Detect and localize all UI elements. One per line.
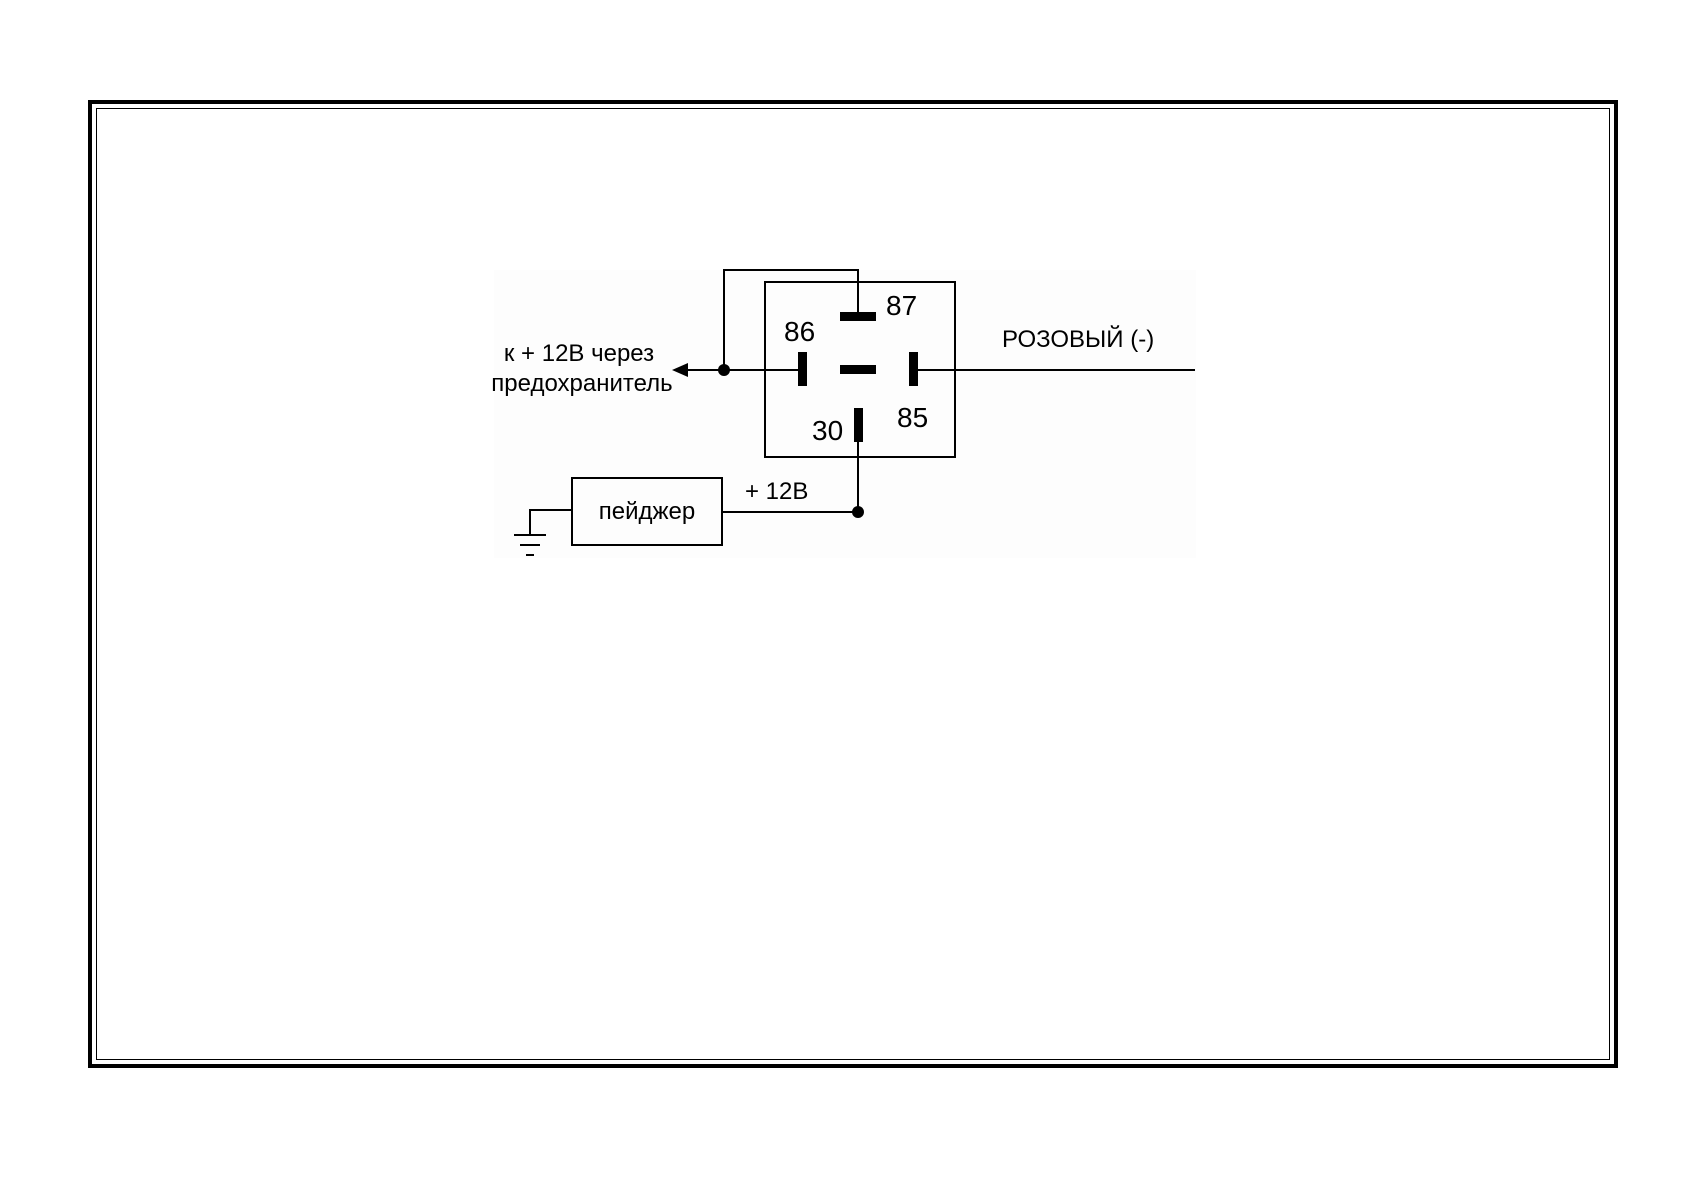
pin-87-contact (840, 312, 876, 321)
wire-ground (529, 509, 572, 535)
pager-box (571, 477, 723, 546)
pin-86-contact (798, 352, 807, 386)
plus12v-label: + 12В (745, 478, 808, 505)
pager-label: пейджер (599, 498, 696, 525)
pin-30-label: 30 (812, 415, 843, 446)
page-border-outer (88, 100, 1618, 1068)
page-border-inner (96, 108, 1610, 1060)
supply-label-line1: к + 12В через (504, 340, 654, 367)
pin-87-label: 87 (886, 290, 917, 321)
pin-86-label: 86 (784, 316, 815, 347)
supply-label-line2: предохранитель (491, 370, 672, 397)
pin-85-label: 85 (897, 402, 928, 433)
pin-85-contact (909, 352, 918, 386)
wire-87-loop (723, 269, 859, 370)
pink-wire-label: РОЗОВЫЙ (-) (1002, 325, 1154, 353)
supply-arrow-head (672, 363, 688, 377)
pin-30-contact (854, 408, 863, 442)
pin-center-contact (840, 365, 876, 374)
junction-supply (718, 364, 730, 376)
